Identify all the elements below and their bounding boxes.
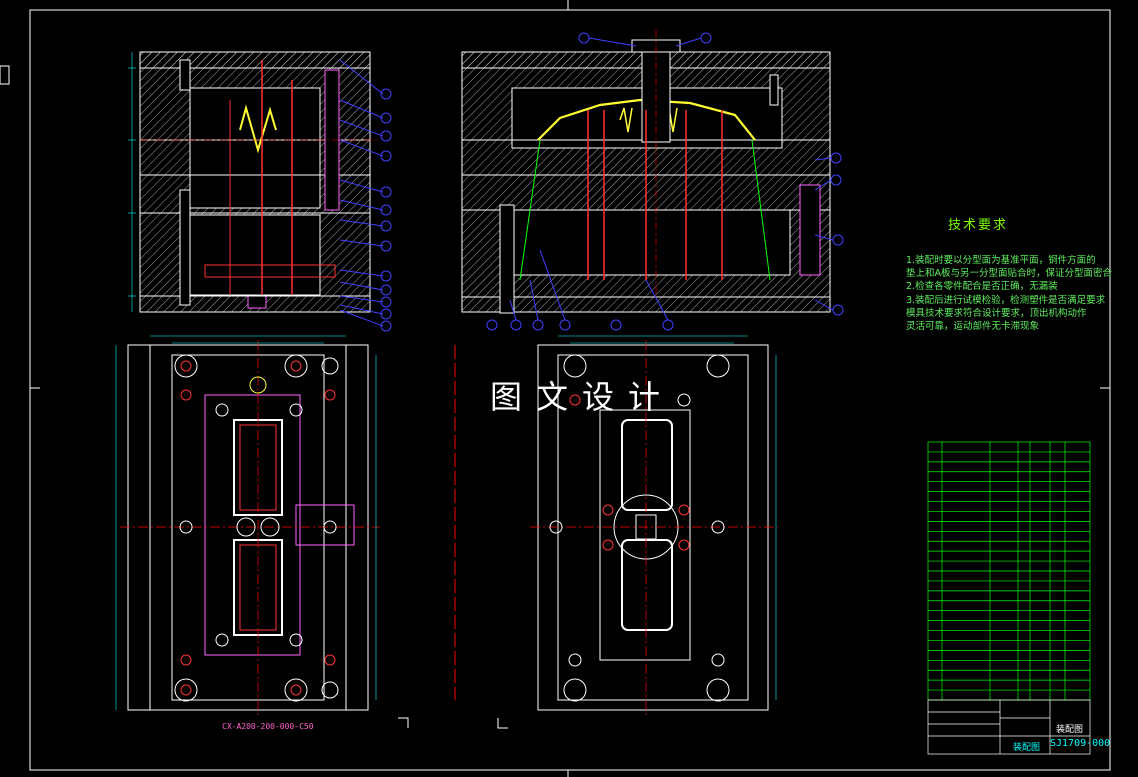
section-view-left [139, 51, 380, 313]
tech-requirement-line: 2.检查各零件配合是否正确，无漏装 [906, 281, 1058, 293]
technical-requirements-title: 技术要求 [948, 218, 1009, 233]
tech-requirement-line: 1.装配时要以分型面为基准平面，铜件方面的 [906, 255, 1096, 266]
title-block [927, 699, 1091, 755]
bom-table [927, 441, 1091, 701]
title-block-name: 装配图 [1013, 743, 1041, 753]
tech-requirement-line: 3.装配后进行试模检验，检测塑件是否满足要求 [906, 294, 1106, 306]
tech-requirement-line: 垫上和A板与另一分型面贴合时，保证分型面密合 [906, 268, 1112, 280]
plan-left-dimensions [115, 335, 377, 710]
plan-view-right [530, 340, 778, 715]
plan-view-left [120, 340, 380, 715]
plan-right-holes [549, 354, 730, 702]
section-view-right [461, 30, 831, 314]
section-left-dimensions [128, 52, 136, 312]
technical-requirements-list: 1.装配时要以分型面为基准平面，铜件方面的 垫上和A板与另一分型面贴合时，保证分… [906, 254, 1112, 333]
section-left-balloons [339, 59, 392, 332]
tech-requirement-line: 模具技术要求符合设计要求，顶出机构动作 [906, 307, 1087, 319]
section-right-balloons [486, 32, 844, 331]
drawing-number: SJ1709-000 [1050, 738, 1111, 749]
plan-left-holes [174, 354, 339, 702]
tech-requirement-line: 灵活可靠，运动部件无卡滞现象 [906, 321, 1040, 333]
view-corner-marks [398, 717, 508, 729]
assembly-part-code: CX-A200-200-000-C50 [222, 722, 314, 731]
title-block-label: 装配图 [1056, 725, 1084, 735]
drawing-frame [0, 0, 1111, 777]
plan-right-dimensions [558, 335, 777, 700]
watermark-text: 图文设计 [490, 378, 675, 416]
